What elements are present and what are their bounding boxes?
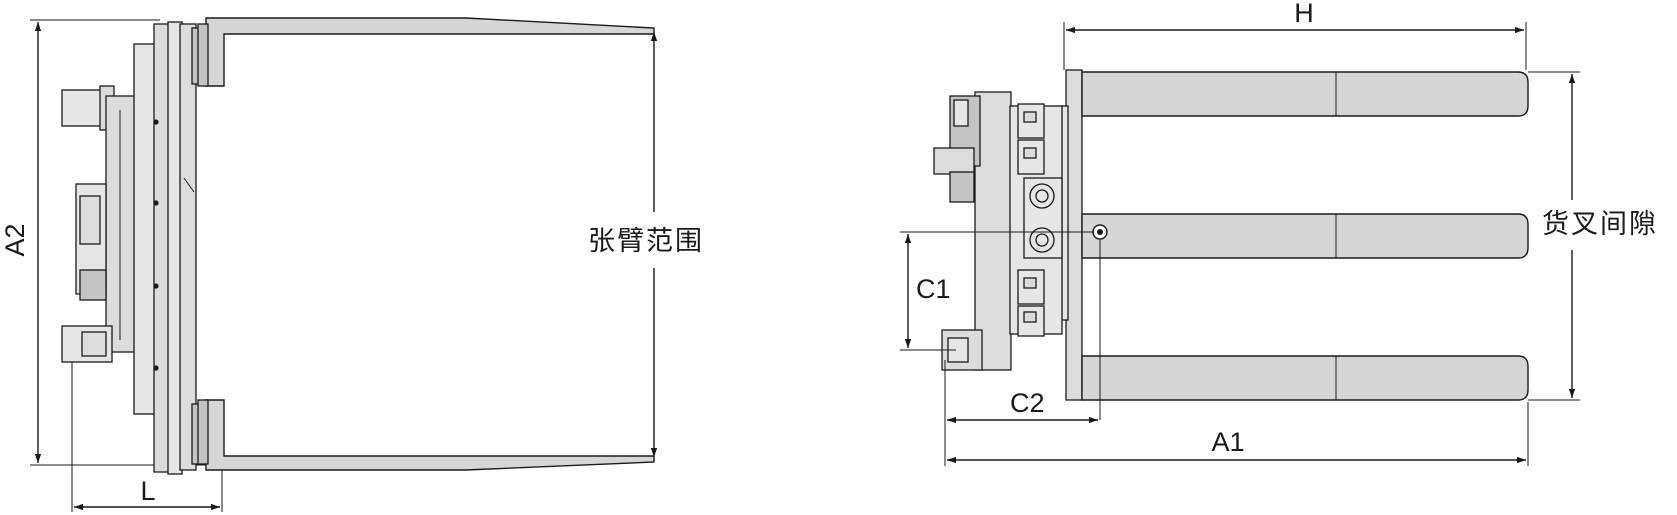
dim-label-c1: C1 — [916, 274, 951, 304]
label-fork-gap: 货叉间隙 — [1542, 209, 1658, 240]
dim-label-l: L — [140, 476, 155, 506]
right-fork-bottom — [1081, 355, 1529, 401]
label-arm-range: 张臂范围 — [588, 226, 704, 257]
dimension-c1: C1 — [900, 234, 956, 351]
dimension-fork-gap: 货叉间隙 — [1528, 71, 1658, 401]
load-center-marker — [900, 224, 1108, 420]
dimension-a2: A2 — [0, 19, 210, 466]
dim-label-a1: A1 — [1211, 427, 1244, 457]
left-lower-arm — [197, 399, 655, 471]
right-carriage-frame — [933, 91, 1063, 371]
dim-label-a2: A2 — [0, 223, 30, 256]
right-view: H 货叉间隙 — [900, 0, 1658, 466]
dimension-l: L — [71, 355, 223, 512]
left-upper-arm — [197, 17, 655, 87]
dimension-arm-range: 张臂范围 — [588, 32, 704, 457]
dimension-a1: A1 — [947, 402, 1529, 466]
dim-label-h: H — [1294, 0, 1314, 28]
dim-label-c2: C2 — [1010, 388, 1045, 418]
dimension-c2: C2 — [944, 360, 1098, 466]
right-fork-top — [1081, 71, 1529, 117]
left-carriage-plate — [133, 21, 203, 475]
right-backplate — [1059, 69, 1083, 401]
dimension-h: H — [1063, 0, 1527, 70]
left-view: A2 L — [0, 17, 704, 512]
right-fork-middle — [1081, 213, 1529, 259]
left-actuator-body — [61, 85, 137, 363]
